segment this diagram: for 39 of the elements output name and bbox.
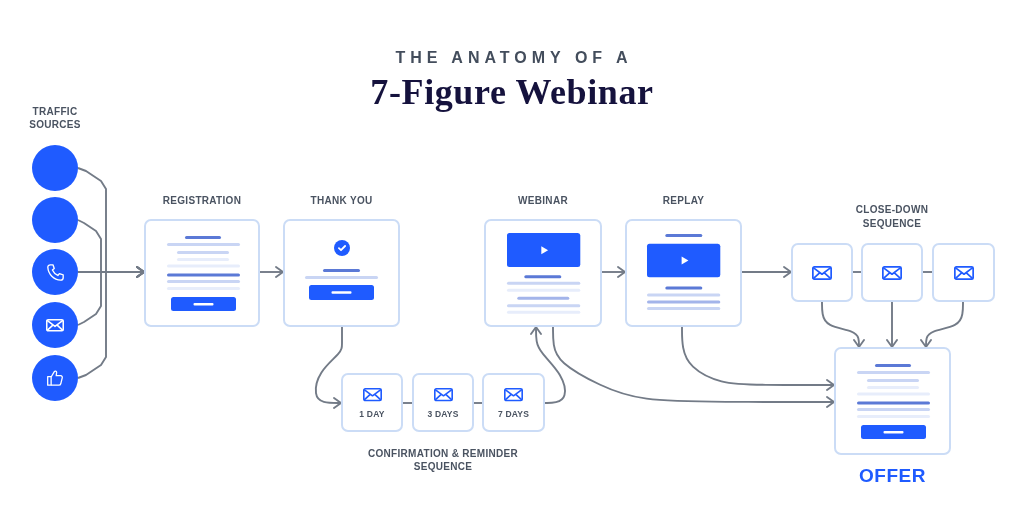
delay-label: 7 DAYS <box>497 408 530 419</box>
title-kicker: THE ANATOMY OF A <box>395 49 633 67</box>
group-label: TRAFFIC SOURCES <box>28 104 82 132</box>
delay-label: 1 DAY <box>359 408 385 419</box>
arrow <box>741 266 792 278</box>
connector-line <box>922 271 933 273</box>
group-label: CONFIRMATION & REMINDER SEQUENCE <box>366 446 519 474</box>
arrow <box>886 301 898 348</box>
arrow <box>77 266 145 379</box>
group-label: CLOSE-DOWN SEQUENCE <box>854 203 930 230</box>
step-title: THANK YOU <box>310 194 373 208</box>
connector-line <box>402 402 413 404</box>
traffic-source-circle <box>32 302 78 348</box>
step-title: WEBINAR <box>518 194 568 208</box>
connector-line <box>473 402 483 404</box>
email-card <box>861 243 923 302</box>
email-card <box>791 243 853 302</box>
step-title: REGISTRATION <box>162 194 242 208</box>
email-card <box>482 373 545 432</box>
delay-label: 3 DAYS <box>427 408 459 419</box>
email-card <box>412 373 474 432</box>
arrow <box>530 326 566 404</box>
traffic-source-circle <box>32 145 78 191</box>
arrow <box>821 301 865 348</box>
arrow <box>920 301 964 348</box>
traffic-source-circle <box>32 249 78 295</box>
arrow <box>259 266 284 278</box>
step-title: REPLAY <box>662 194 705 208</box>
arrow <box>601 266 626 278</box>
traffic-source-circle <box>32 355 78 401</box>
title: 7-Figure Webinar <box>370 72 654 112</box>
email-card <box>341 373 403 432</box>
email-card <box>932 243 995 302</box>
arrow <box>552 326 835 408</box>
traffic-source-circle <box>32 197 78 243</box>
arrow <box>314 326 343 409</box>
connector-line <box>852 271 862 273</box>
step-title: OFFER <box>859 465 926 487</box>
arrow <box>681 326 835 391</box>
